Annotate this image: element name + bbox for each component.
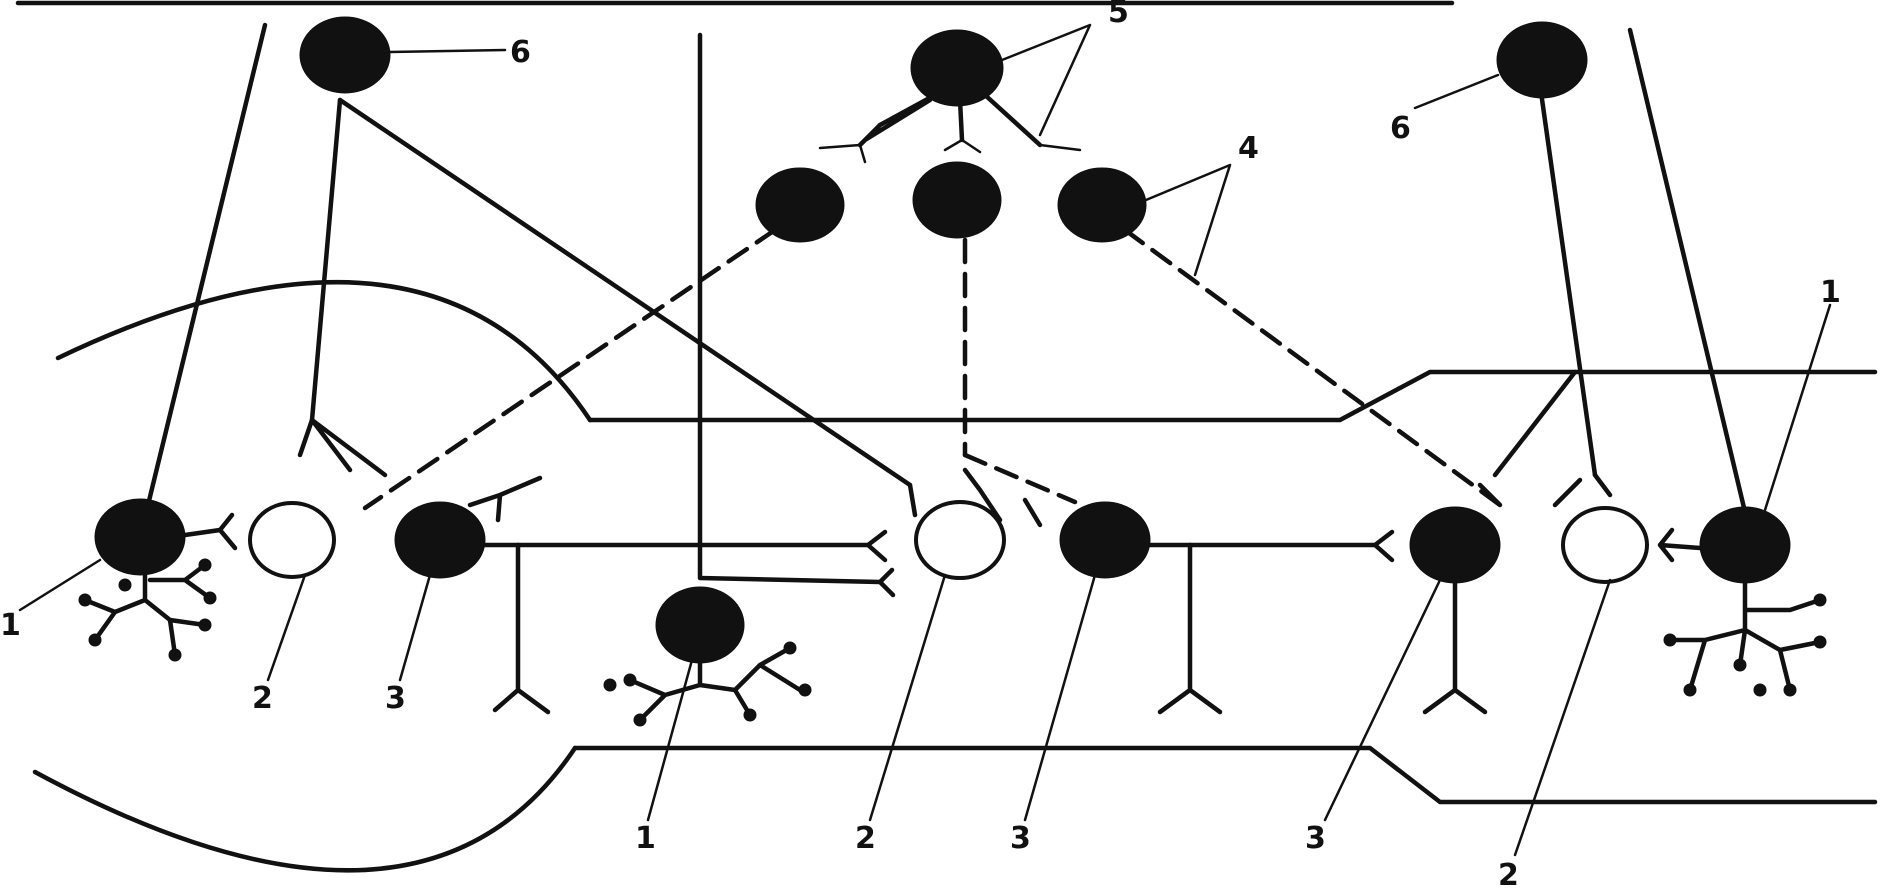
dashed-4center-branch <box>962 452 1078 505</box>
cluster5-branches <box>857 92 1043 148</box>
projection-6left-down <box>309 97 343 423</box>
label-3-center: 3 <box>1010 821 1031 856</box>
dendrite-tips-1center <box>603 641 812 727</box>
axon-terminal-ticks-right <box>1372 529 1395 563</box>
leader-2-left <box>266 573 307 682</box>
leader-3-right <box>1323 578 1442 822</box>
leader-2-center <box>868 573 947 822</box>
cell-4-right <box>1057 167 1147 243</box>
leader-3-left <box>398 573 432 682</box>
label-6-right: 6 <box>1390 111 1411 146</box>
projection-6right-down <box>1537 82 1598 478</box>
fiber-left-vertical <box>145 22 268 508</box>
boundary-arc-lower <box>32 745 578 873</box>
boundary-lower-contour <box>572 745 1878 805</box>
label-4: 4 <box>1238 131 1259 166</box>
leader-1-center <box>646 658 694 822</box>
dendrite-tips-1left <box>78 558 217 662</box>
cell-3-left <box>394 501 486 579</box>
cell-3-right <box>1409 506 1501 584</box>
leader-1-right <box>1763 303 1832 512</box>
leader-6-right <box>1413 73 1500 110</box>
dendrites-1right <box>1667 577 1823 693</box>
cell-1-center <box>655 586 745 664</box>
fork-right <box>1477 472 1613 508</box>
projection-6left-branches <box>297 417 388 478</box>
label-3-left: 3 <box>385 681 406 716</box>
cell-4-left <box>755 167 845 243</box>
projection-6left-diagonal <box>337 97 913 488</box>
cell-6-left <box>299 16 391 94</box>
axon-terminal-ticks-center <box>865 529 896 598</box>
axon-3right-vertical-fork <box>1422 577 1488 715</box>
boundary-arc-upper <box>55 279 593 423</box>
dashed-4right-to-right <box>1122 227 1503 508</box>
fiber-right-vertical <box>1627 27 1748 515</box>
cell-1-left <box>94 498 186 576</box>
projection-6right-branch <box>1492 369 1578 478</box>
label-6-left: 6 <box>510 35 531 70</box>
dashed-4left-to-left <box>362 227 778 511</box>
cell-1-right <box>1699 506 1791 584</box>
axon-3left-vertical-fork <box>492 542 551 715</box>
boundary-upper-contour <box>587 369 1878 423</box>
dendrites-1left <box>82 562 213 658</box>
label-1-right: 1 <box>1820 275 1841 310</box>
fork-center <box>907 467 1043 528</box>
cluster5-synapse-ticks <box>818 138 1082 164</box>
label-5: 5 <box>1108 0 1129 30</box>
fiber-center-vertical <box>697 32 883 585</box>
synapse-1left-2left <box>182 512 238 551</box>
cell-2-right <box>1561 506 1649 584</box>
cell-6-right <box>1496 21 1588 99</box>
cell-3-center <box>1059 501 1151 579</box>
leader-6-left <box>388 48 507 54</box>
label-1-center: 1 <box>635 821 656 856</box>
cell-5 <box>910 29 1004 107</box>
leader-2-right <box>1513 578 1612 857</box>
label-2-center: 2 <box>855 821 876 856</box>
axon-3center-vertical-fork <box>1157 542 1223 715</box>
label-3-right: 3 <box>1305 821 1326 856</box>
cell-4-center <box>912 161 1002 239</box>
fork-left-1 <box>467 475 543 523</box>
label-2-right: 2 <box>1498 858 1519 889</box>
label-1-left: 1 <box>0 608 21 643</box>
label-2-left: 2 <box>252 681 273 716</box>
leader-4 <box>1144 163 1232 277</box>
synapse-2right-1right <box>1657 527 1703 563</box>
leader-3-center <box>1023 573 1097 822</box>
dendrite-tips-1right <box>1663 593 1827 697</box>
cell-2-left <box>248 501 336 579</box>
leader-5 <box>1000 23 1092 137</box>
leader-1-left <box>18 558 102 612</box>
cell-2-center <box>914 500 1006 580</box>
